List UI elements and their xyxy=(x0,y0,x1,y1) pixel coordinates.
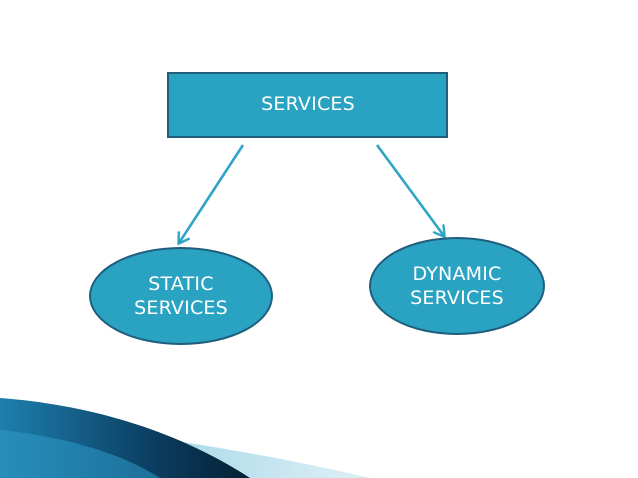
static-services-label: STATIC SERVICES xyxy=(96,272,266,320)
dynamic-services-label: DYNAMIC SERVICES xyxy=(372,262,542,310)
dynamic-services-node xyxy=(369,237,545,335)
arrow-to-dynamic xyxy=(375,144,444,236)
bottom-wave-decoration xyxy=(0,398,370,478)
services-node-box xyxy=(167,72,448,138)
dynamic-services-label-line-1: DYNAMIC xyxy=(412,263,502,285)
arrow-to-static xyxy=(179,144,245,243)
services-label: SERVICES xyxy=(261,93,355,115)
wave-highlight xyxy=(0,430,160,478)
static-services-label-line-1: STATIC xyxy=(148,273,214,295)
static-services-node xyxy=(89,247,273,345)
static-services-label-line-2: SERVICES xyxy=(134,297,228,319)
dynamic-services-label-line-2: SERVICES xyxy=(410,287,504,309)
